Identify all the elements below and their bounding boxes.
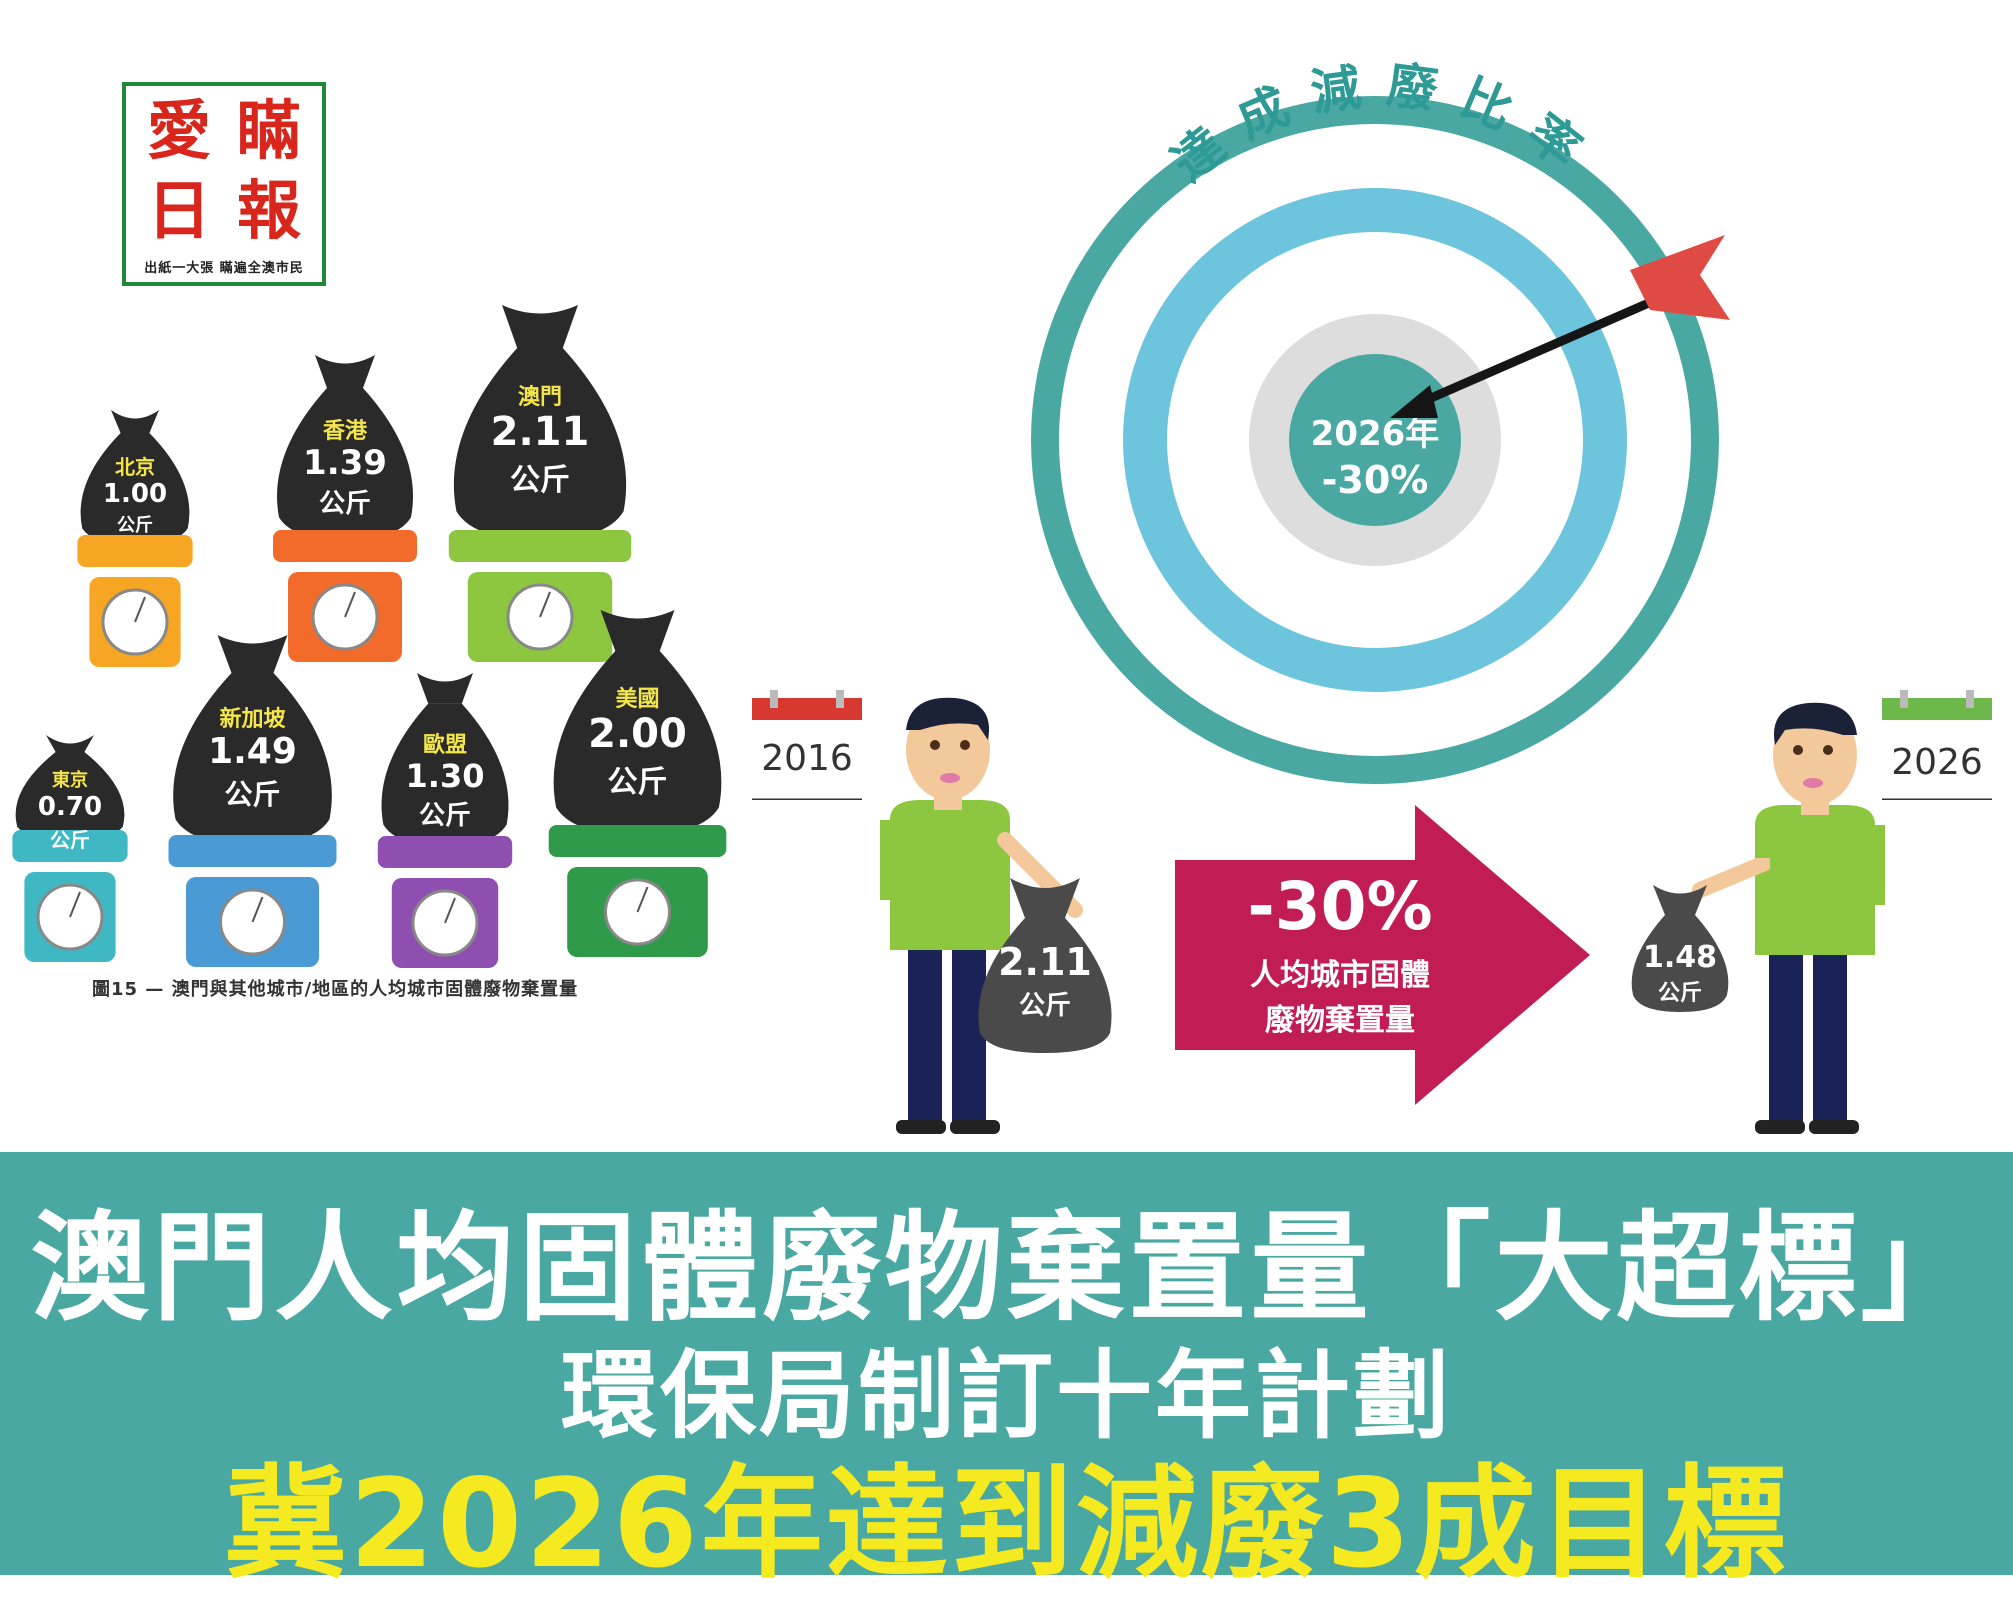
center-pct: -30% bbox=[1322, 458, 1429, 502]
arrow-pct: -30% bbox=[1247, 868, 1433, 945]
calendar-year-start: 2016 bbox=[761, 738, 853, 779]
bag-2026-value: 1.48 bbox=[1642, 940, 1718, 975]
bag-scale-icon bbox=[12, 735, 128, 962]
headline-line3: 冀2026年達到減廢3成目標 bbox=[224, 1453, 1789, 1595]
bag-val: 2.00 bbox=[588, 710, 687, 757]
dart-icon bbox=[1390, 235, 1730, 418]
calendar-year-end: 2026 bbox=[1891, 742, 1983, 783]
bag-scale-icon bbox=[273, 355, 417, 662]
bag-scale-icon bbox=[77, 410, 193, 667]
bag-unit: 公斤 bbox=[418, 800, 471, 831]
figure-caption: 圖15 — 澳門與其他城市/地區的人均城市固體廢物棄置量 bbox=[92, 979, 579, 1000]
calendar-icon-2026 bbox=[1882, 690, 1992, 800]
bag-city: 新加坡 bbox=[219, 706, 286, 732]
bag-val: 1.30 bbox=[405, 756, 485, 795]
logo-char: 日 bbox=[147, 174, 211, 249]
bag-val: 1.39 bbox=[303, 442, 387, 483]
bag-unit: 公斤 bbox=[510, 463, 570, 499]
arm-2026 bbox=[1692, 858, 1770, 898]
bag-unit: 公斤 bbox=[50, 828, 90, 853]
bag-val: 0.70 bbox=[37, 792, 103, 823]
bag-city: 香港 bbox=[322, 418, 367, 444]
bag-unit: 公斤 bbox=[117, 515, 153, 537]
headline-line1: 澳門人均固體廢物棄置量「大超標」 bbox=[30, 1199, 1983, 1337]
center-year: 2026年 bbox=[1311, 414, 1440, 454]
bag-city: 澳門 bbox=[517, 385, 562, 411]
bag-val: 2.11 bbox=[490, 409, 590, 456]
bag-city: 北京 bbox=[115, 455, 155, 480]
arrow-label-line2: 廢物棄置量 bbox=[1265, 1003, 1415, 1038]
bag-val: 1.49 bbox=[208, 730, 297, 772]
bag-unit: 公斤 bbox=[607, 764, 668, 800]
headline-banner bbox=[0, 1152, 2013, 1575]
bag-scale-icon bbox=[448, 305, 632, 662]
person-2026-icon bbox=[1755, 702, 1885, 1134]
waste-bag-2016-icon bbox=[978, 878, 1112, 1053]
reduction-arrow-icon bbox=[1175, 805, 1590, 1105]
bag-unit: 公斤 bbox=[318, 488, 371, 519]
logo-char: 愛 bbox=[147, 94, 211, 169]
bag-city: 美國 bbox=[615, 686, 660, 712]
waste-bag-2026-icon bbox=[1631, 885, 1729, 1012]
bag-city: 歐盟 bbox=[422, 732, 467, 758]
newspaper-logo: 愛 瞞 日 報 出紙一大張 瞞遍全澳市民 bbox=[122, 82, 326, 286]
bag-scale-icon bbox=[377, 673, 513, 968]
calendar-icon-2016 bbox=[752, 690, 862, 800]
bag-2016-value: 2.11 bbox=[998, 940, 1092, 984]
bag-unit: 公斤 bbox=[224, 777, 281, 811]
bag-scale-icon bbox=[548, 610, 727, 957]
target-diagram: 達成減廢比率 2026年 -30% bbox=[1031, 60, 1730, 784]
headline-line2: 環保局制訂十年計劃 bbox=[561, 1340, 1452, 1452]
bag-scale-icon bbox=[168, 635, 337, 967]
bag-2016-unit: 公斤 bbox=[1018, 991, 1071, 1021]
bag-2026-unit: 公斤 bbox=[1657, 981, 1702, 1006]
logo-char: 瞞 bbox=[237, 94, 301, 169]
logo-char: 報 bbox=[237, 174, 301, 249]
arrow-label-line1: 人均城市固體 bbox=[1250, 958, 1430, 993]
bag-val: 1.00 bbox=[102, 479, 168, 510]
logo-tagline: 出紙一大張 瞞遍全澳市民 bbox=[144, 261, 304, 276]
bag-city: 東京 bbox=[52, 770, 88, 792]
